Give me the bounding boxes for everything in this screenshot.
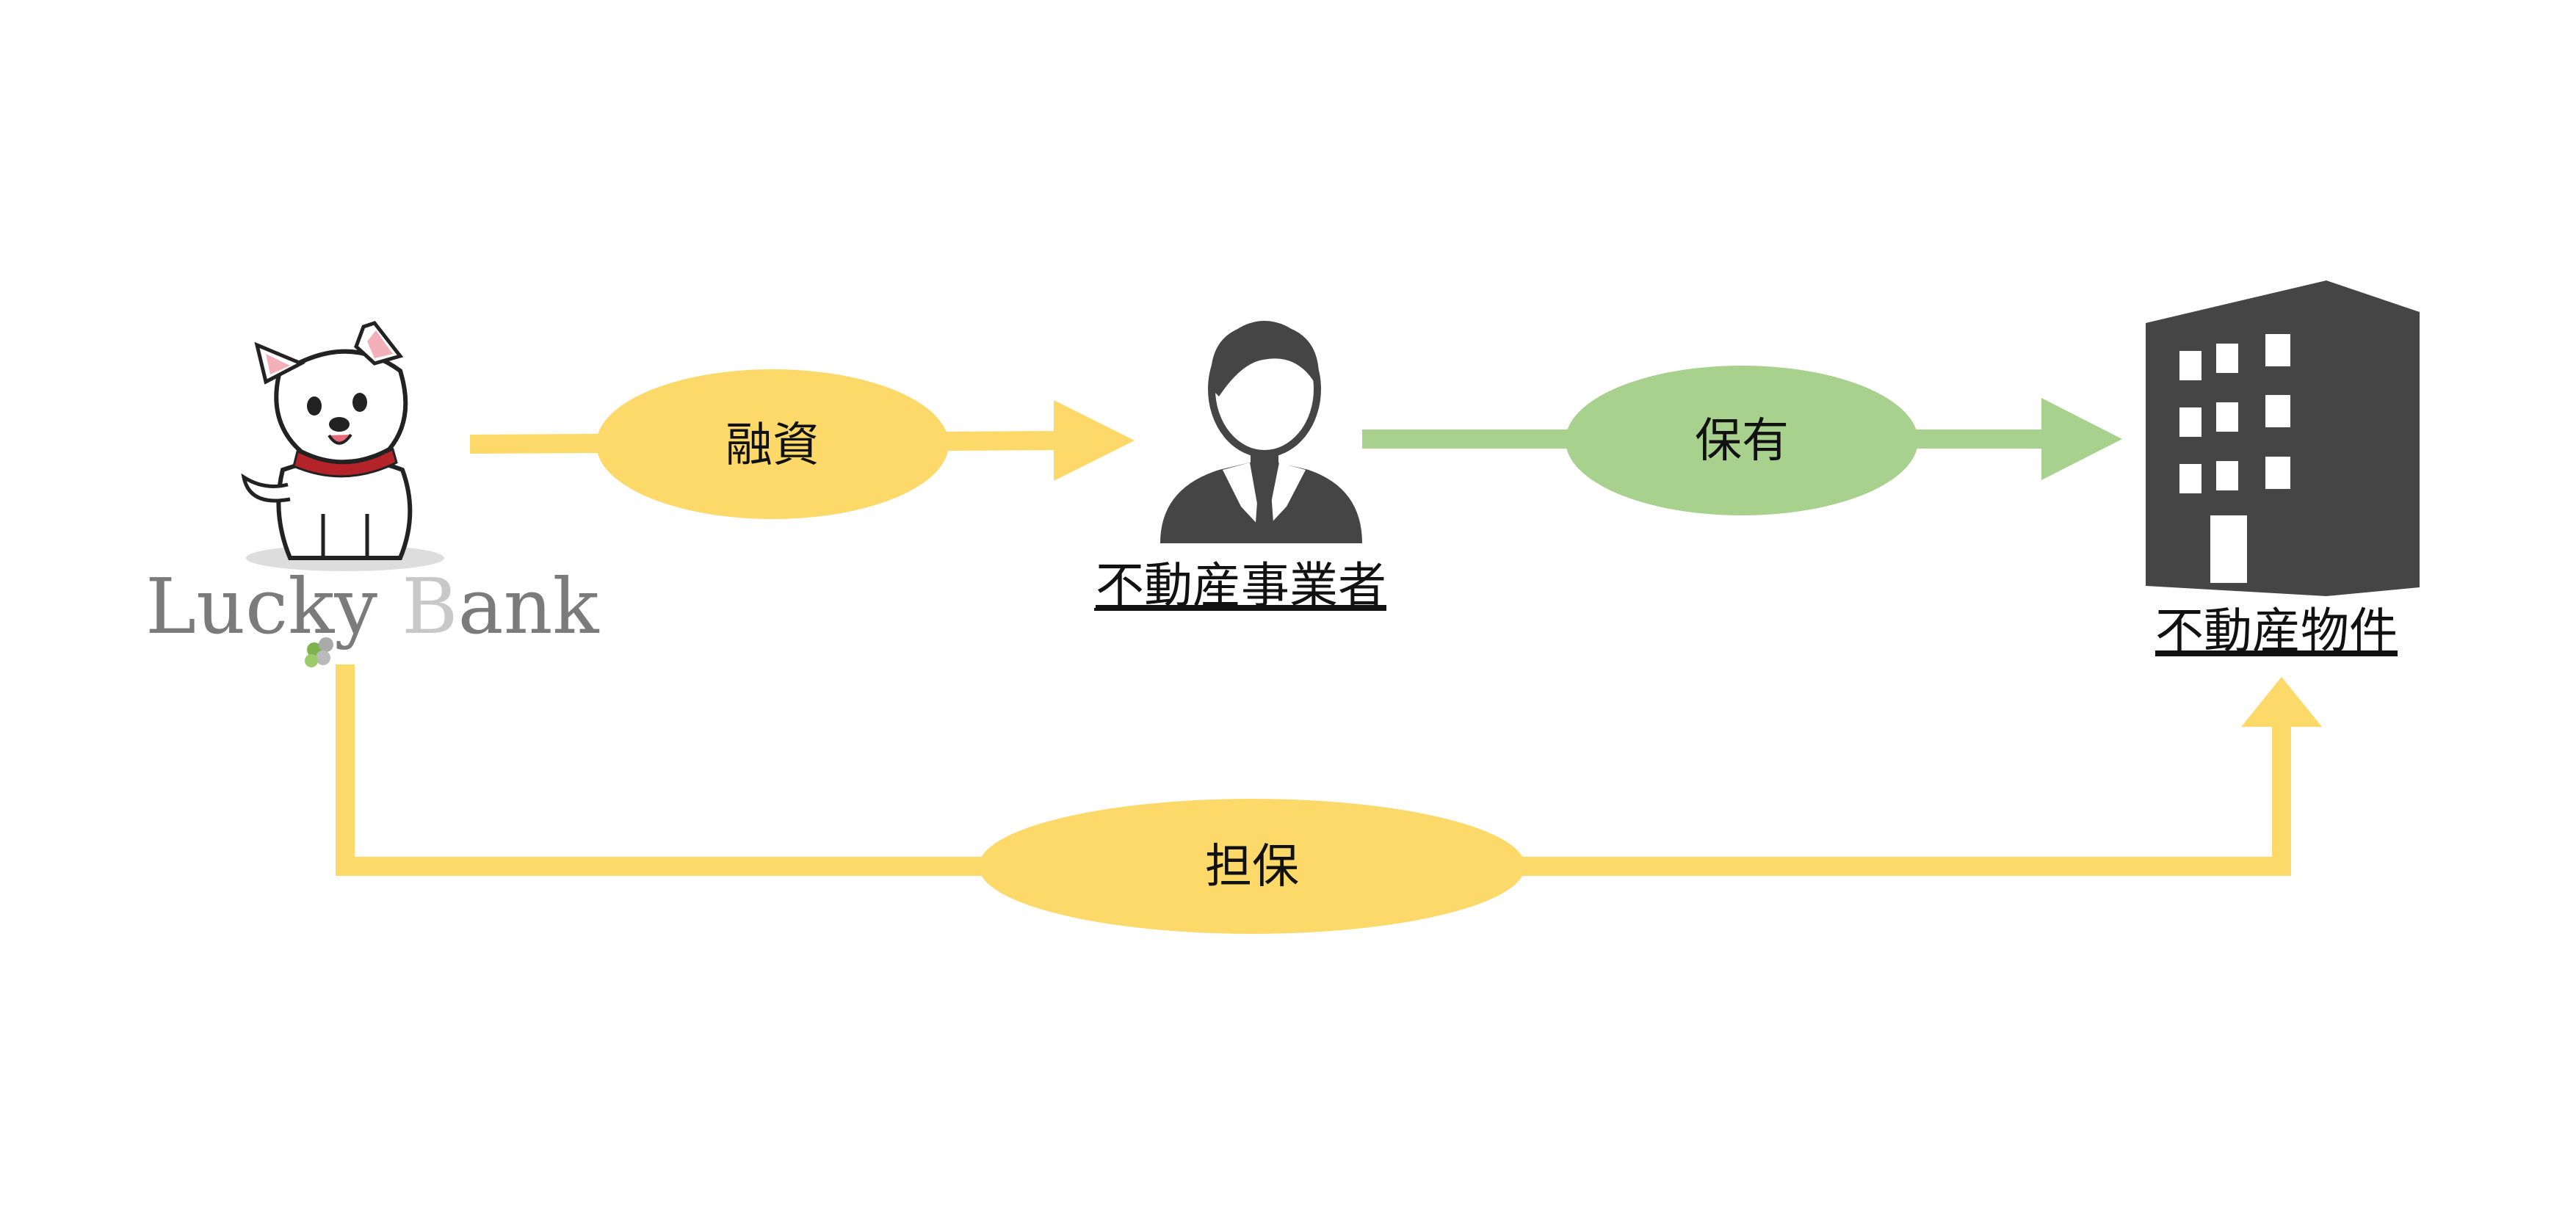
- edge-collateral: 担保: [336, 664, 2322, 934]
- dog-mascot-icon: [241, 321, 444, 571]
- clover-icon: [305, 637, 333, 667]
- edge-own: 保有: [1362, 366, 2122, 515]
- logo-text: Lucky Bank: [145, 562, 600, 651]
- edge-loan-ellipse: [596, 369, 949, 519]
- businessman-icon: [1160, 321, 1362, 543]
- edge-own-ellipse: [1566, 366, 1918, 515]
- edge-own-label: 保有: [1695, 414, 1789, 468]
- edge-collateral-ellipse: [979, 799, 1525, 934]
- edge-loan-label: 融資: [726, 418, 820, 473]
- operator-label: 不動産事業者: [1096, 557, 1386, 614]
- logo-letter-b: B: [402, 562, 457, 651]
- logo-word-ank: ank: [458, 562, 600, 651]
- building-icon: [2146, 280, 2420, 596]
- edge-collateral-label: 担保: [1205, 840, 1299, 894]
- edge-loan: 融資: [469, 369, 1135, 519]
- property-label: 不動産物件: [2155, 603, 2398, 659]
- logo-word-lucky: Lucky: [145, 562, 402, 651]
